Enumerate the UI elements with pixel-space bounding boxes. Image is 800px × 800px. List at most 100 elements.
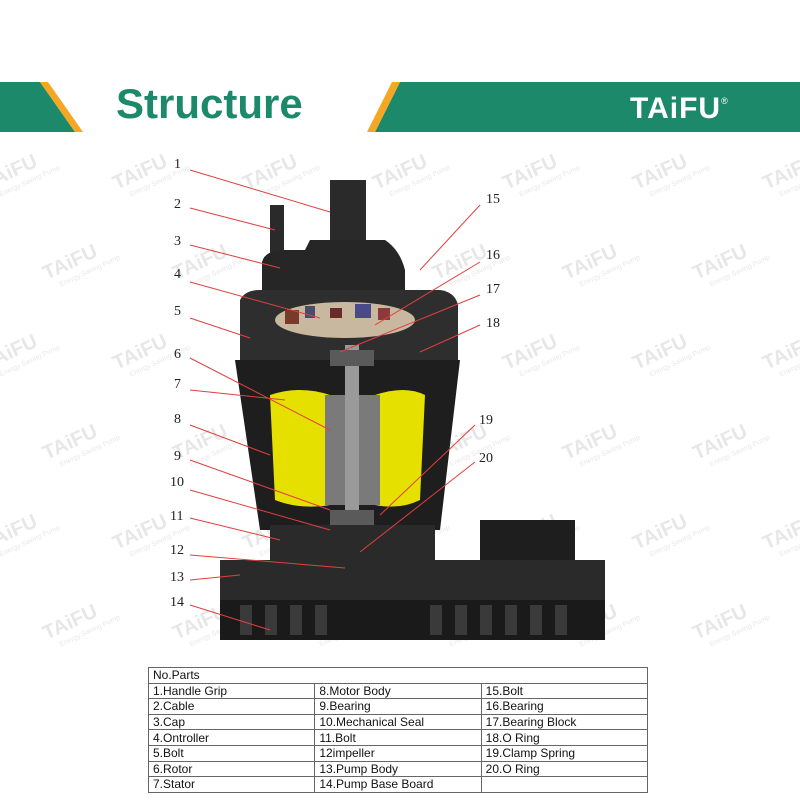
- table-cell: 12impeller: [314, 744, 482, 762]
- table-cell: 11.Bolt: [314, 729, 482, 746]
- callout-6: 6: [174, 347, 181, 362]
- table-cell: 9.Bearing: [314, 698, 482, 715]
- table-header: No.Parts: [148, 667, 648, 684]
- logo-registered-mark: ®: [721, 96, 729, 106]
- logo-text: TAiFU: [630, 92, 722, 125]
- controller-component: [285, 310, 299, 324]
- table-cell: 17.Bearing Block: [480, 713, 649, 731]
- cable: [270, 205, 284, 255]
- controller-component: [355, 304, 371, 318]
- bearing-upper: [330, 350, 374, 366]
- cap: [262, 240, 405, 295]
- table-cell: 14.Pump Base Board: [314, 776, 482, 793]
- callout-9: 9: [174, 449, 181, 464]
- callout-7: 7: [174, 377, 181, 392]
- table-cell: 15.Bolt: [480, 682, 649, 700]
- stator-left: [270, 390, 330, 507]
- callout-1: 1: [174, 157, 181, 172]
- callout-18: 18: [486, 316, 500, 331]
- callout-10: 10: [170, 475, 184, 490]
- brand-logo: TAiFU®: [630, 92, 729, 126]
- callout-13: 13: [170, 570, 184, 585]
- banner-left-orange: [40, 82, 83, 132]
- callout-2: 2: [174, 197, 181, 212]
- header-banner: [0, 82, 800, 132]
- table-cell: 7.Stator: [147, 776, 316, 793]
- table-row: 7.Stator 14.Pump Base Board: [147, 776, 649, 793]
- table-row: 4.Ontroller 11.Bolt 18.O Ring: [147, 729, 649, 746]
- table-cell: 19.Clamp Spring: [480, 744, 649, 762]
- controller-component: [378, 308, 390, 320]
- table-cell: 13.Pump Body: [314, 760, 482, 778]
- table-cell: 6.Rotor: [147, 760, 316, 778]
- banner-left-green: [0, 82, 75, 132]
- table-cell: 3.Cap: [147, 713, 316, 731]
- table-header-row: No.Parts: [148, 667, 648, 684]
- bearing-lower: [330, 510, 374, 526]
- table-cell: 10.Mechanical Seal: [314, 713, 482, 731]
- callout-14: 14: [170, 595, 184, 610]
- callout-15: 15: [486, 192, 500, 207]
- table-cell: 5.Bolt: [147, 744, 316, 762]
- table-cell: 2.Cable: [147, 698, 316, 715]
- banner-right-orange: [367, 82, 400, 132]
- leader-lines: [189, 169, 481, 631]
- parts-table: No.Parts 1.Handle Grip 8.Motor Body 15.B…: [147, 667, 649, 793]
- table-cell: 8.Motor Body: [314, 682, 482, 700]
- callout-numbers: 1 2 3 4 5 6 7 8 9 10 11 12 13 14 15 16 1…: [170, 157, 500, 610]
- callout-19: 19: [479, 413, 493, 428]
- table-row: 3.Cap 10.Mechanical Seal 17.Bearing Bloc…: [147, 713, 649, 731]
- table-cell: 4.Ontroller: [147, 729, 316, 746]
- stator-right: [375, 390, 425, 507]
- callout-17: 17: [486, 282, 500, 297]
- table-cell: 16.Bearing: [480, 698, 649, 715]
- table-row: 6.Rotor 13.Pump Body 20.O Ring: [147, 760, 649, 778]
- callout-5: 5: [174, 304, 181, 319]
- handle-grip: [330, 180, 366, 245]
- callout-4: 4: [174, 267, 181, 282]
- callout-11: 11: [170, 509, 183, 524]
- controller-component: [330, 308, 342, 318]
- pump-base-board: [220, 600, 605, 640]
- callout-16: 16: [486, 248, 500, 263]
- table-cell: [480, 776, 649, 793]
- table-cell: 18.O Ring: [480, 729, 649, 746]
- table-row: 1.Handle Grip 8.Motor Body 15.Bolt: [147, 682, 649, 700]
- controller-component: [305, 306, 315, 318]
- callout-8: 8: [174, 412, 181, 427]
- callout-20: 20: [479, 451, 493, 466]
- table-row: 2.Cable 9.Bearing 16.Bearing: [147, 698, 649, 715]
- banner-right-green: [375, 82, 800, 132]
- base-slots: [240, 605, 567, 635]
- table-cell: 20.O Ring: [480, 760, 649, 778]
- table-row: 5.Bolt 12impeller 19.Clamp Spring: [147, 744, 649, 762]
- page-title: Structure: [116, 80, 303, 127]
- callout-12: 12: [170, 543, 184, 558]
- table-cell: 1.Handle Grip: [147, 682, 316, 700]
- callout-3: 3: [174, 234, 181, 249]
